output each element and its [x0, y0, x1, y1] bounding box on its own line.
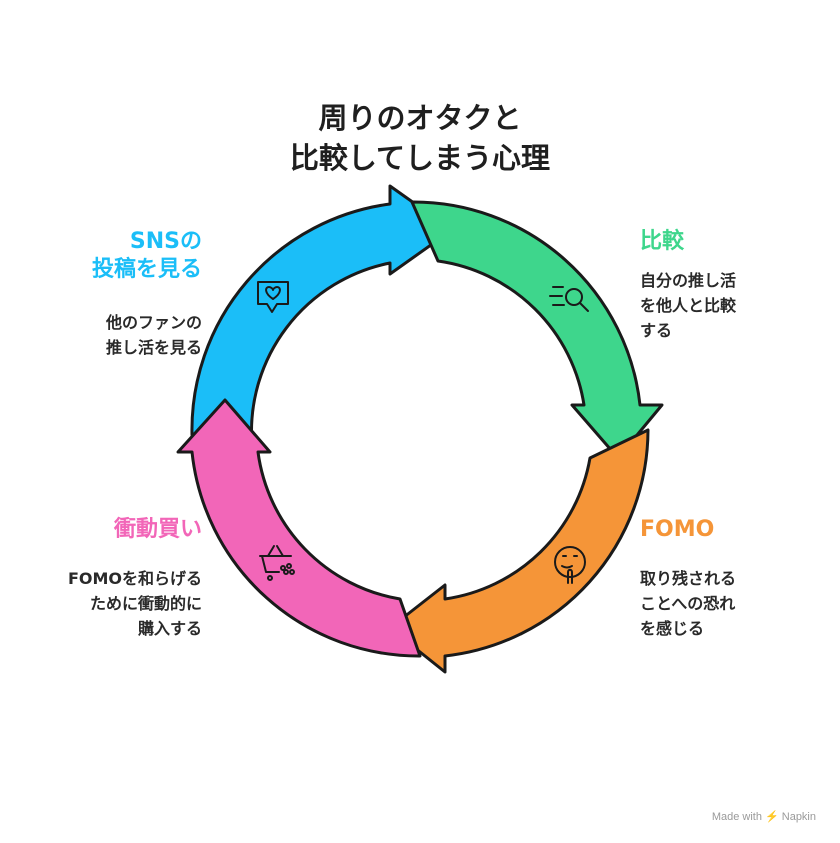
step-sns-desc: 他のファンの 推し活を見る	[105, 313, 202, 357]
title-line-1: 周りのオタクと	[318, 101, 522, 135]
shopping-basket-icon	[259, 545, 295, 581]
step-impulse-desc: FOMOを和らげる ために衝動的に 購入する	[67, 569, 202, 638]
magnifier-icon	[549, 286, 589, 312]
step-fomo-title: FOMO	[640, 517, 715, 542]
shushing-face-icon	[554, 546, 586, 584]
step-compare: 比較 自分の推し活 を他人と比較 する	[640, 228, 736, 343]
step-impulse: 衝動買い FOMOを和らげる ために衝動的に 購入する	[68, 516, 202, 641]
step-sns: SNSの 投稿を見る 他のファンの 推し活を見る	[92, 228, 202, 360]
step-impulse-title: 衝動買い	[113, 517, 202, 542]
arrow-compare	[410, 200, 664, 460]
arrow-sns	[190, 184, 454, 447]
made-with-napkin-credit: Made with ⚡ Napkin	[711, 811, 816, 823]
step-sns-title: SNSの 投稿を見る	[91, 229, 202, 282]
arrow-impulse	[176, 398, 422, 658]
diagram-title: 周りのオタクと 比較してしまう心理	[0, 98, 840, 178]
step-compare-title: 比較	[640, 229, 685, 254]
arrow-fomo	[388, 428, 650, 674]
step-fomo: FOMO 取り残される ことへの恐れ を感じる	[640, 516, 736, 641]
step-fomo-desc: 取り残される ことへの恐れ を感じる	[640, 569, 737, 638]
heart-speech-bubble-icon	[257, 281, 289, 313]
title-line-2: 比較してしまう心理	[289, 141, 551, 175]
step-compare-desc: 自分の推し活 を他人と比較 する	[640, 271, 737, 340]
